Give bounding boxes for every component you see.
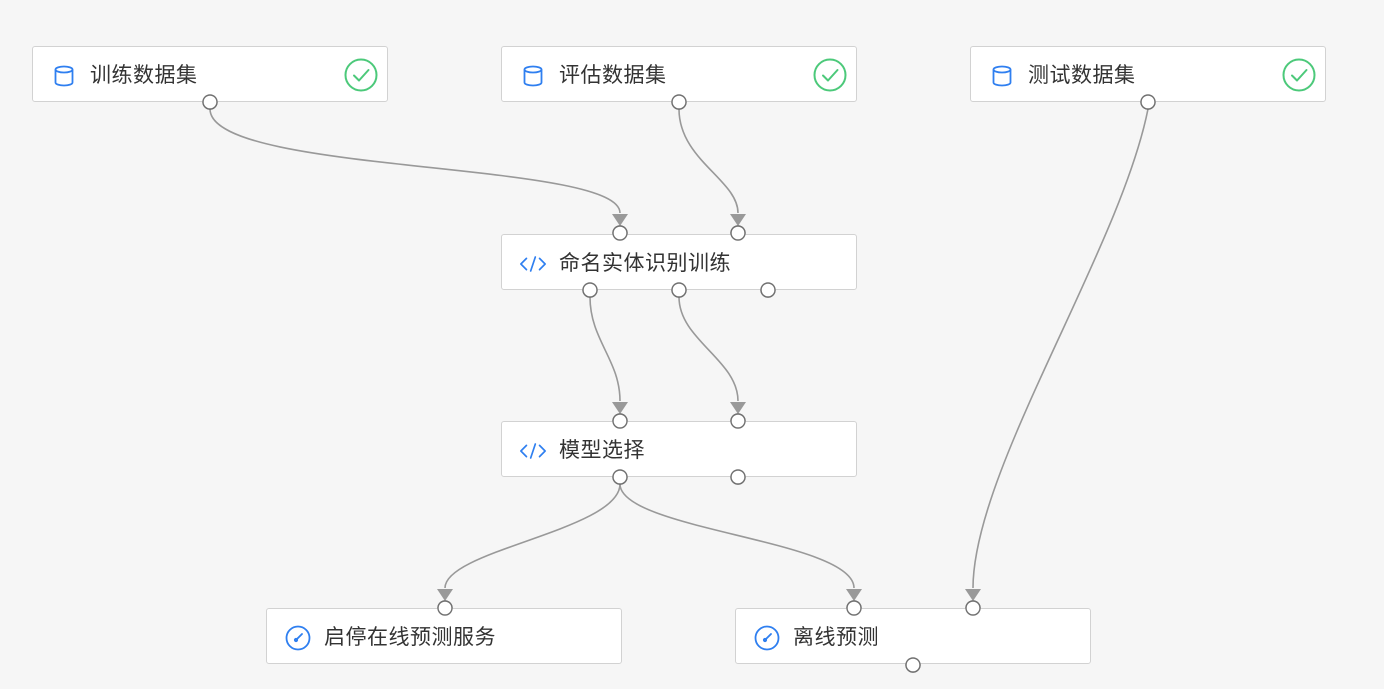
edge-model-to-online (444, 483, 621, 589)
node-label: 启停在线预测服务 (324, 625, 496, 649)
node-model-selection[interactable]: 模型选择 (501, 421, 857, 477)
arrow-head (846, 589, 862, 601)
node-ner-training[interactable]: 命名实体识别训练 (501, 234, 857, 290)
arrow-head (730, 214, 746, 226)
node-label: 模型选择 (559, 438, 645, 462)
node-train-dataset[interactable]: 训练数据集 (32, 46, 388, 102)
code-icon (519, 251, 547, 277)
edge-ner-to-model-1 (589, 296, 621, 402)
node-eval-dataset[interactable]: 评估数据集 (501, 46, 857, 102)
node-online-service[interactable]: 启停在线预测服务 (266, 608, 622, 664)
edge-model-to-offline (619, 483, 855, 589)
node-label: 评估数据集 (559, 63, 667, 87)
database-icon (519, 63, 547, 89)
success-check-icon (813, 58, 847, 92)
node-label: 训练数据集 (90, 63, 198, 87)
edge-ner-to-model-2 (678, 296, 739, 402)
node-label: 命名实体识别训练 (559, 251, 731, 275)
edge-test-to-offline (972, 108, 1149, 589)
arrow-head (965, 589, 981, 601)
success-check-icon (344, 58, 378, 92)
edge-train-to-ner (209, 108, 621, 214)
node-label: 测试数据集 (1028, 63, 1136, 87)
node-offline-predict[interactable]: 离线预测 (735, 608, 1091, 664)
arrow-head (730, 402, 746, 414)
gauge-icon (284, 625, 312, 651)
code-icon (519, 438, 547, 464)
node-test-dataset[interactable]: 测试数据集 (970, 46, 1326, 102)
gauge-icon (753, 625, 781, 651)
arrow-head (612, 402, 628, 414)
database-icon (50, 63, 78, 89)
success-check-icon (1282, 58, 1316, 92)
edge-eval-to-ner (678, 108, 739, 214)
database-icon (988, 63, 1016, 89)
node-label: 离线预测 (793, 625, 879, 649)
arrow-head (612, 214, 628, 226)
arrow-head (437, 589, 453, 601)
